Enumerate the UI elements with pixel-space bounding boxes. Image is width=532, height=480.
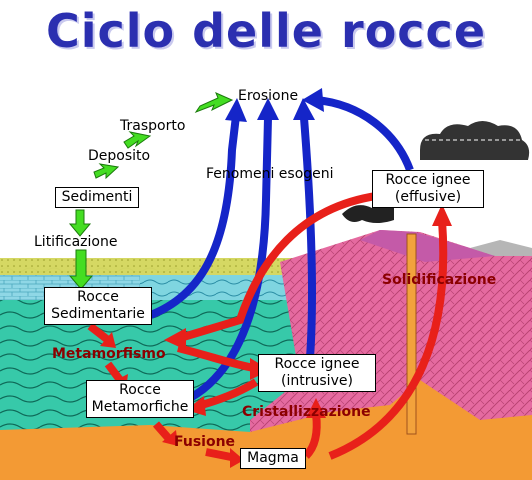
box-line-1: Rocce xyxy=(119,382,161,398)
label-solidificazione: Solidificazione xyxy=(382,272,497,288)
arrow-magma-cristallizzazione xyxy=(302,413,321,459)
label-fenomeni-esogeni: Fenomeni esogeni xyxy=(206,166,334,182)
arrow-metamorfiche-erosione xyxy=(188,117,272,402)
label-erosione: Erosione xyxy=(238,88,299,104)
arrow-sedimentarie-metamorfismo xyxy=(87,322,111,344)
green-arrows xyxy=(68,92,234,290)
sediment-layer xyxy=(0,258,330,275)
label-trasporto: Trasporto xyxy=(120,118,186,134)
label-fusione: Fusione xyxy=(174,434,236,450)
arrow-metamorfismo-intrusive xyxy=(177,344,255,372)
box-line-1: Rocce xyxy=(77,289,119,305)
box-rocce-ignee-intrusive: Rocce ignee (intrusive) xyxy=(258,354,376,392)
label-metamorfismo: Metamorfismo xyxy=(52,346,166,362)
red-arrows xyxy=(87,192,448,462)
blue-arrowheads xyxy=(225,88,324,122)
distant-mountains xyxy=(470,240,532,256)
box-line-2: (effusive) xyxy=(394,189,462,205)
box-rocce-metamorfiche: Rocce Metamorfiche xyxy=(86,380,194,418)
arrow-erosione-trasporto xyxy=(194,92,234,114)
arrow-magma-solidificazione xyxy=(328,219,448,460)
box-magma-label: Magma xyxy=(247,450,299,466)
arrow-metamorfismo-metamorfiche xyxy=(104,361,124,383)
box-line-2: Sedimentarie xyxy=(51,306,145,322)
arrow-litificazione-rocce xyxy=(68,249,94,290)
page-title: Ciclo delle rocce xyxy=(45,4,487,58)
arrow-intrusive-erosione xyxy=(300,117,316,359)
cloud-icon xyxy=(420,121,530,160)
label-deposito: Deposito xyxy=(88,148,151,164)
box-sedimenti-label: Sedimenti xyxy=(61,189,133,205)
arrow-sedimentarie-erosione xyxy=(140,115,240,322)
box-rocce-ignee-effusive: Rocce ignee (effusive) xyxy=(372,170,484,208)
arrow-effusive-erosione xyxy=(315,96,414,172)
box-line-2: Metamorfiche xyxy=(91,399,189,415)
box-magma: Magma xyxy=(240,448,306,469)
arrow-sedimenti-litificazione xyxy=(68,209,92,237)
box-line-1: Rocce ignee xyxy=(385,172,471,188)
box-line-2: (intrusive) xyxy=(281,373,353,389)
arrow-effusive-metamorfismo xyxy=(178,192,377,342)
volcano-cone xyxy=(360,230,495,262)
label-litificazione: Litificazione xyxy=(34,234,118,250)
box-line-1: Rocce ignee xyxy=(274,356,360,372)
blue-arrows xyxy=(140,96,414,402)
label-cristallizzazione: Cristallizzazione xyxy=(242,404,371,420)
box-rocce-sedimentarie: Rocce Sedimentarie xyxy=(44,287,152,325)
arrow-trasporto-deposito xyxy=(123,131,152,149)
arrow-deposito-sedimenti xyxy=(93,163,120,180)
box-sedimenti: Sedimenti xyxy=(55,187,139,208)
volcano-conduit xyxy=(406,233,417,435)
